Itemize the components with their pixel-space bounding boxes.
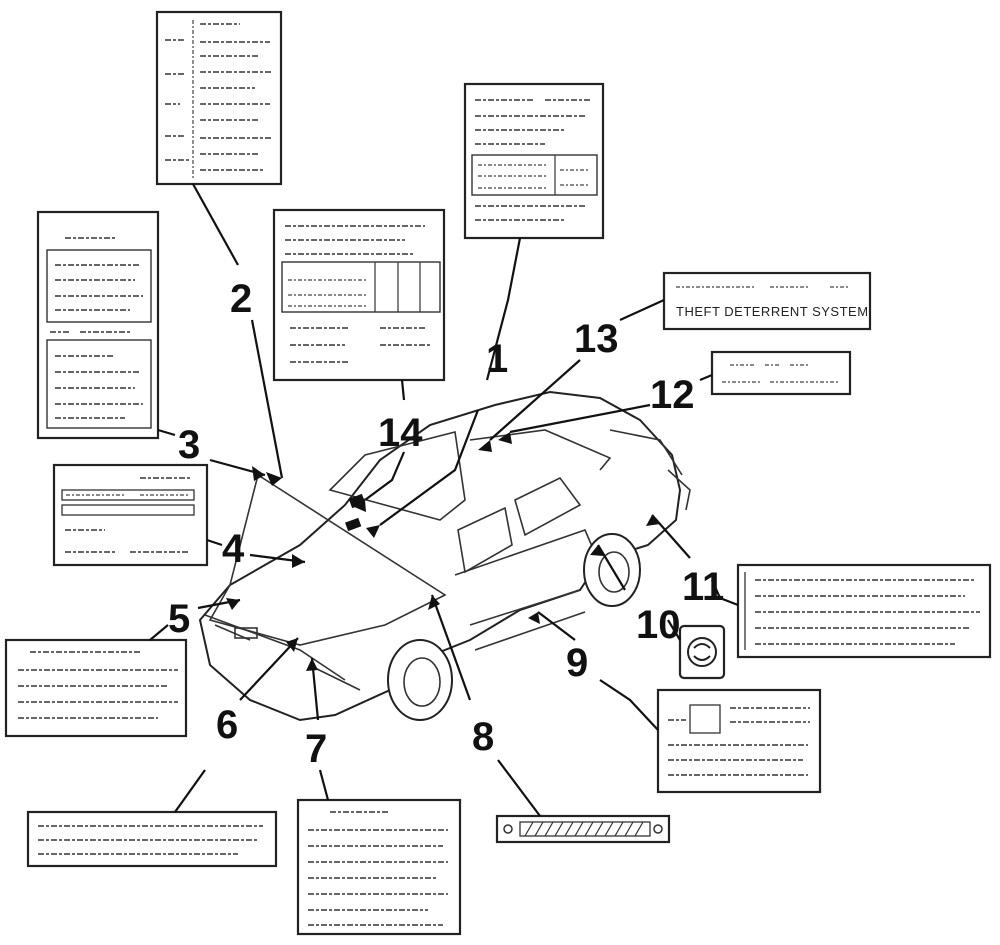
callout-numbers: 1 2 3 4 5 6 7 8 9 10 11 12 13 14 (168, 277, 724, 771)
label-8-box (495, 814, 671, 844)
label-13-box: THEFT DETERRENT SYSTEM (662, 271, 872, 331)
arrow-heads (226, 432, 660, 671)
label-7-box (296, 798, 462, 936)
callout-4: 4 (222, 527, 245, 571)
label-9-box (656, 688, 822, 794)
label-12-box (710, 350, 852, 396)
callout-7: 7 (305, 727, 327, 771)
leader-lines (149, 183, 739, 817)
callout-13: 13 (574, 317, 619, 361)
label-10-box (678, 624, 726, 680)
callout-6: 6 (216, 703, 238, 747)
callout-10: 10 (636, 603, 681, 647)
callout-5: 5 (168, 597, 190, 641)
label-14-box (272, 208, 446, 382)
theft-deterrent-label-text: THEFT DETERRENT SYSTEM (676, 304, 869, 319)
callout-1: 1 (486, 337, 508, 381)
callout-12: 12 (650, 373, 695, 417)
label-6-box (26, 810, 278, 868)
car-illustration (198, 390, 691, 722)
label-3-box (36, 210, 160, 440)
label-1-box (463, 82, 605, 240)
label-11-box (736, 563, 992, 659)
callout-2: 2 (230, 277, 252, 321)
callout-11: 11 (682, 565, 724, 609)
label-4-box (52, 463, 209, 567)
callout-14: 14 (378, 411, 423, 455)
label-5-box (4, 638, 188, 738)
callout-9: 9 (566, 641, 588, 685)
callout-8: 8 (472, 715, 494, 759)
callout-3: 3 (178, 423, 200, 467)
label-2-box (155, 10, 283, 186)
